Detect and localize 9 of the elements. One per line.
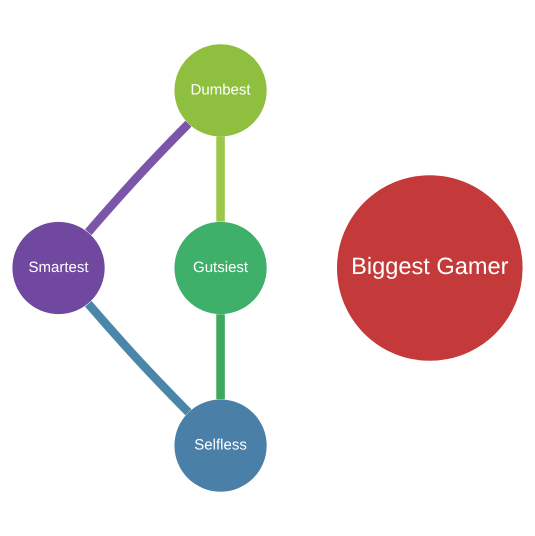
connector (216, 314, 225, 400)
connector (85, 301, 192, 416)
node-circle: Dumbest (174, 44, 267, 137)
node-circle: Gutsiest (174, 222, 267, 314)
connector (85, 120, 192, 235)
node-circle: Smartest (12, 222, 105, 314)
node-circle: Selfless (174, 399, 267, 492)
node-circle: Biggest Gamer (336, 175, 523, 361)
connector (216, 136, 225, 222)
